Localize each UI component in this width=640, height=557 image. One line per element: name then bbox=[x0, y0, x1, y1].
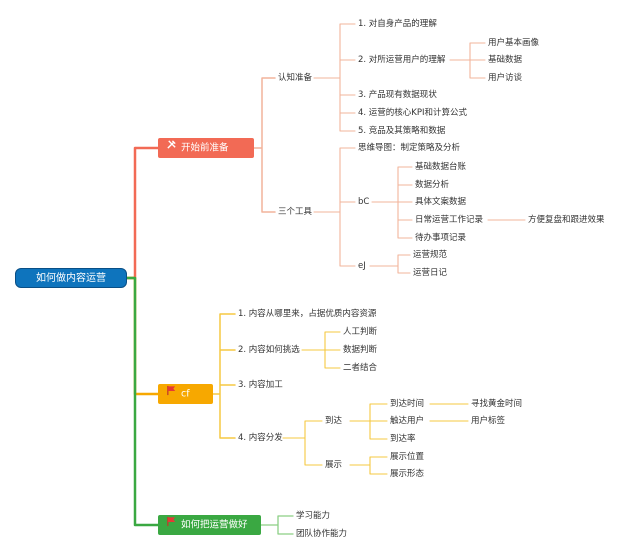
topic-item[interactable]: 用户访谈 bbox=[488, 73, 523, 83]
topic-item[interactable]: 展示位置 bbox=[390, 452, 425, 462]
branch-label: cf bbox=[181, 388, 190, 400]
topic-item[interactable]: 4. 运营的核心KPI和计算公式 bbox=[358, 108, 468, 118]
topic-item[interactable]: 数据分析 bbox=[415, 180, 450, 190]
topic-item[interactable]: 运营日记 bbox=[413, 268, 448, 278]
topic-item[interactable]: 方便复盘和跟进效果 bbox=[528, 215, 605, 225]
topic-item[interactable]: 日常运营工作记录 bbox=[415, 215, 484, 225]
topic-item[interactable]: 人工判断 bbox=[343, 327, 378, 337]
topic-item[interactable]: 基础数据台账 bbox=[415, 162, 467, 172]
topic-item[interactable]: 思维导图：制定策略及分析 bbox=[358, 143, 461, 153]
topic-cognitive-prep[interactable]: 认知准备 bbox=[278, 73, 313, 83]
topic-ej[interactable]: eJ bbox=[358, 261, 366, 271]
topic-item[interactable]: 基础数据 bbox=[488, 55, 523, 65]
topic-reach[interactable]: 到达 bbox=[325, 416, 343, 426]
flag-icon bbox=[166, 515, 177, 535]
topic-item[interactable]: 运营规范 bbox=[413, 250, 448, 260]
branch-label: 开始前准备 bbox=[181, 142, 229, 154]
topic-item[interactable]: 5. 竞品及其策略和数据 bbox=[358, 126, 446, 136]
topic-item[interactable]: 具体文案数据 bbox=[415, 197, 467, 207]
topic-three-tools[interactable]: 三个工具 bbox=[278, 207, 313, 217]
topic-item[interactable]: 2. 内容如何挑选 bbox=[238, 345, 300, 355]
topic-item[interactable]: 团队协作能力 bbox=[296, 529, 348, 539]
branch-topic-content[interactable]: cf bbox=[158, 384, 213, 404]
root-topic[interactable]: 如何做内容运营 bbox=[15, 268, 127, 288]
topic-item[interactable]: 1. 内容从哪里来，占据优质内容资源 bbox=[238, 309, 377, 319]
branch-label: 如何把运营做好 bbox=[181, 519, 248, 531]
topic-item[interactable]: 学习能力 bbox=[296, 511, 331, 521]
topic-bc[interactable]: bC bbox=[358, 197, 370, 207]
topic-item[interactable]: 3. 内容加工 bbox=[238, 380, 283, 390]
topic-item[interactable]: 4. 内容分发 bbox=[238, 433, 283, 443]
topic-item[interactable]: 用户基本画像 bbox=[488, 38, 540, 48]
topic-item[interactable]: 2. 对所运营用户的理解 bbox=[358, 55, 446, 65]
topic-show[interactable]: 展示 bbox=[325, 460, 343, 470]
topic-item[interactable]: 触达用户 bbox=[390, 416, 425, 426]
branch-topic-improve[interactable]: 如何把运营做好 bbox=[158, 515, 261, 535]
topic-item[interactable]: 二者结合 bbox=[343, 363, 378, 373]
tools-icon bbox=[166, 138, 177, 158]
topic-item[interactable]: 用户标签 bbox=[471, 416, 506, 426]
topic-item[interactable]: 待办事项记录 bbox=[415, 233, 467, 243]
topic-item[interactable]: 展示形态 bbox=[390, 469, 425, 479]
topic-item[interactable]: 到达时间 bbox=[390, 399, 425, 409]
topic-item[interactable]: 到达率 bbox=[390, 434, 416, 444]
topic-item[interactable]: 寻找黄金时间 bbox=[471, 399, 523, 409]
topic-item[interactable]: 数据判断 bbox=[343, 345, 378, 355]
flag-icon bbox=[166, 384, 177, 404]
topic-item[interactable]: 1. 对自身产品的理解 bbox=[358, 19, 437, 29]
branch-topic-prep[interactable]: 开始前准备 bbox=[158, 138, 254, 158]
topic-item[interactable]: 3. 产品现有数据现状 bbox=[358, 90, 437, 100]
